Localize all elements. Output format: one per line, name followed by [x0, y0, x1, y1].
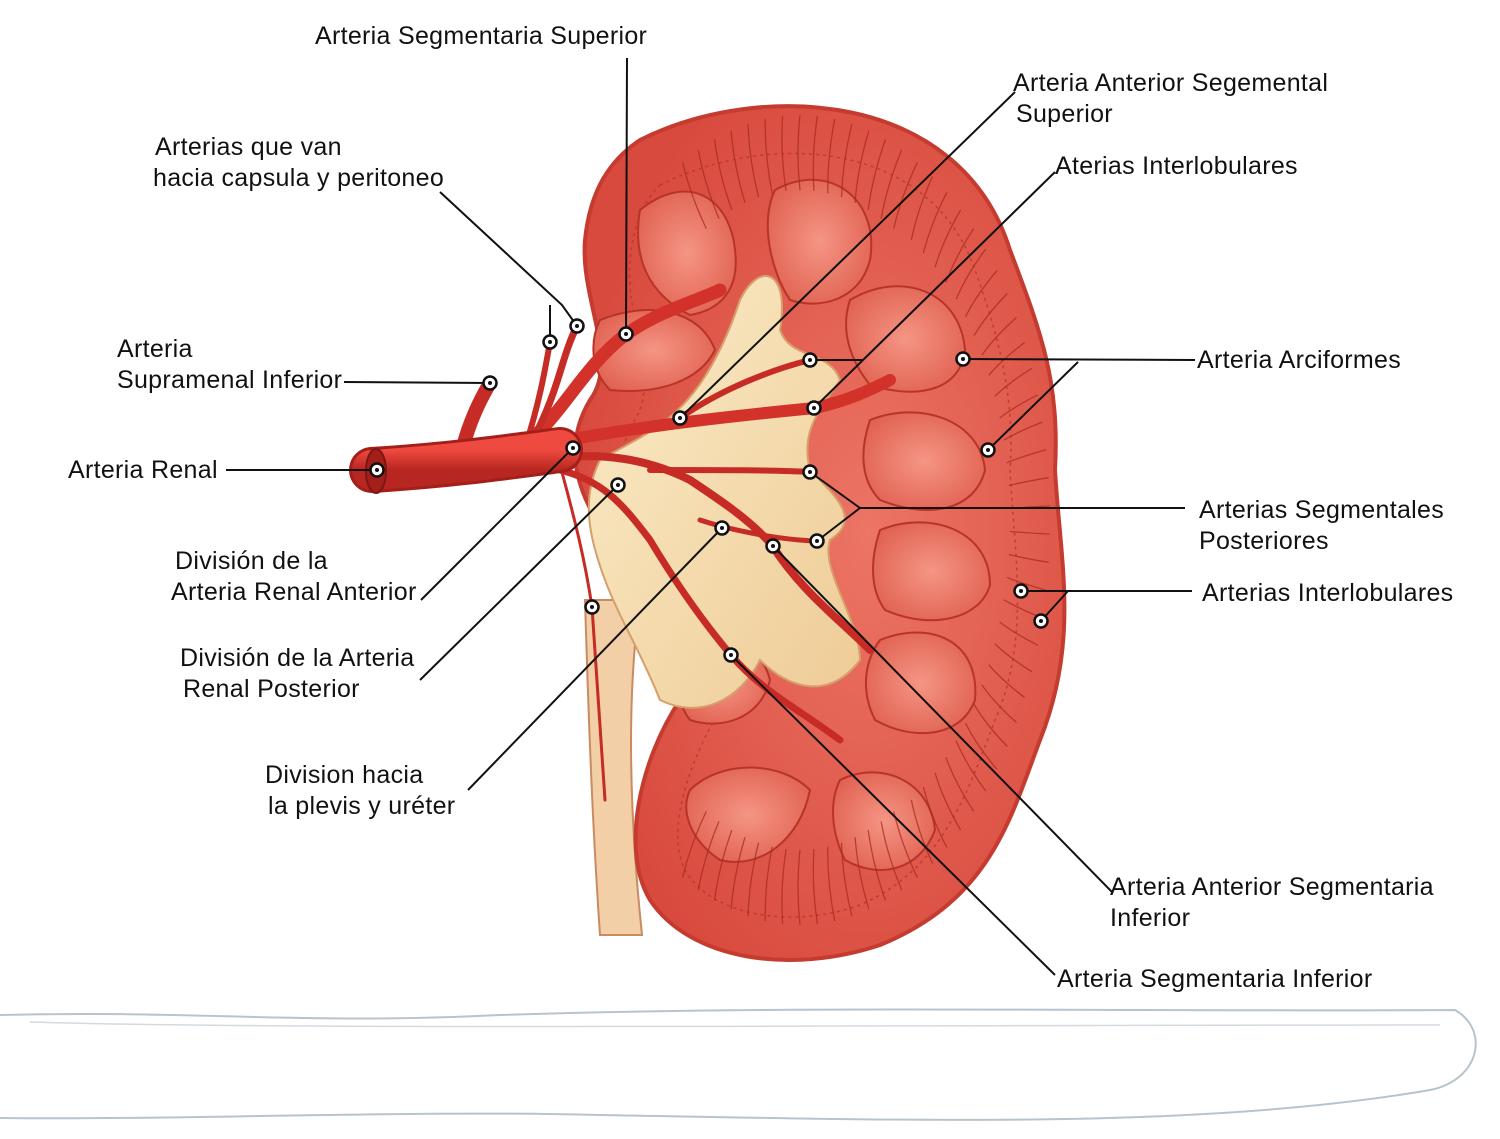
cortex-vessel — [922, 192, 948, 254]
cortex-vessel — [867, 139, 887, 210]
cortex-vessel — [955, 740, 987, 792]
label-arteria-suprarrenal-inferior: Arteria Supramenal Inferior — [117, 335, 343, 394]
label-arteria-renal: Arteria Renal — [68, 456, 218, 484]
label-markers — [369, 318, 1049, 663]
marker-dot-center — [771, 544, 775, 548]
cortex-vessel — [812, 849, 819, 925]
label-arteria-segmentaria-superior: Arteria Segmentaria Superior — [315, 22, 648, 50]
cortex-vessel — [681, 811, 707, 878]
label-division-arteria-renal-anterior: División de la Arteria Renal Anterior — [171, 547, 417, 606]
cortex-vessel — [781, 849, 787, 925]
label-arterias-interlobulares-derecha: Arterias Interlobulares — [1202, 579, 1454, 607]
cortex-vessel — [934, 209, 962, 268]
marker-dot-center — [986, 448, 990, 452]
label-arterias-segmentales-posteriores: Arterias Segmentales Posteriores — [1199, 496, 1445, 555]
label-arterias-interlobulares-superior: Aterias Interlobulares — [1055, 152, 1298, 180]
cortex-vessel — [730, 837, 746, 910]
marker-dot-center — [624, 332, 628, 336]
cortex-vessel — [764, 118, 773, 194]
marker-dot-center — [678, 416, 682, 420]
cortex-vessel — [797, 114, 801, 191]
page-curl-inner-edge — [29, 1021, 1441, 1028]
cortex-vessel — [981, 317, 1017, 356]
cortex-vessel — [964, 270, 998, 318]
cortex-vessel — [797, 849, 801, 926]
cortex-vessel — [730, 130, 746, 203]
cortex-vessel — [854, 837, 870, 910]
cortex-vessel — [827, 846, 836, 922]
marker-dot-center — [729, 653, 733, 657]
cortex-vessel — [1009, 530, 1050, 535]
cortex-vessel — [697, 149, 720, 219]
cortex-vessel — [747, 842, 760, 917]
label-arteria-arciformes: Arteria Arciformes — [1197, 346, 1402, 374]
marker-dot-center — [575, 324, 579, 328]
label-arteria-segmentaria-inferior: Arteria Segmentaria Inferior — [1057, 965, 1373, 993]
marker-dot-center — [812, 406, 816, 410]
cortex-vessel — [747, 123, 760, 198]
cortex-vessel — [854, 130, 870, 203]
cortex-vessel — [973, 704, 1008, 747]
cortex-vessel — [697, 821, 720, 891]
cortex-vessel — [973, 293, 1008, 336]
marker-dot-center — [488, 381, 492, 385]
label-arterias-capsula-peritoneo: Arterias que van hacia capsula y periton… — [153, 133, 445, 192]
cortex-vessel — [999, 394, 1039, 419]
ureter — [583, 599, 644, 936]
marker-dot-center — [808, 358, 812, 362]
marker-dot-center — [590, 605, 594, 609]
cortex-vessel — [981, 684, 1017, 723]
cortex-vessel — [1008, 553, 1049, 563]
renal-pelvis — [587, 275, 862, 709]
cortex-vessel — [681, 162, 707, 229]
label-division-arteria-renal-posterior: División de la Arteria Renal Posterior — [180, 644, 415, 703]
cortex-vessel — [999, 621, 1039, 646]
cortex-vessel — [1003, 421, 1043, 441]
cortex-vessel — [867, 830, 887, 901]
cortex-vessel — [955, 248, 987, 300]
cortex-vessel — [964, 722, 998, 770]
marker-dot-center — [1019, 589, 1023, 593]
cortex-vessel — [893, 162, 918, 229]
cortex-vessel — [827, 118, 836, 194]
marker-dot-center — [961, 357, 965, 361]
label-arteria-anterior-segmental-superior: Arteria Anterior Segemental Superior — [1013, 69, 1329, 128]
cortex-vessel — [713, 139, 733, 211]
cortex-vessel — [764, 846, 773, 922]
marker-dot-center — [571, 446, 575, 450]
cortex-vessel — [910, 176, 934, 241]
cortex-vessel — [812, 115, 819, 191]
cortex-vessel — [781, 115, 787, 191]
cortex-vessel — [840, 842, 853, 917]
marker-dot-center — [720, 526, 724, 530]
interlobular-vessels — [681, 114, 1050, 926]
kidney-medulla-boundary — [621, 152, 1019, 918]
marker-dot-center — [548, 340, 552, 344]
marker-dot-center — [375, 468, 379, 472]
cortex-vessel — [1008, 477, 1049, 487]
page-curl-edge — [0, 1008, 1477, 1121]
label-division-pelvis-ureter: Division hacia la plevis y uréter — [265, 761, 456, 820]
marker-dot-center — [1039, 619, 1043, 623]
cortex-vessel — [880, 821, 903, 891]
cortex-vessel — [934, 772, 962, 831]
cortex-vessel — [1006, 576, 1047, 591]
cortex-vessel — [713, 829, 733, 901]
cortex-vessel — [910, 799, 934, 864]
marker-dot-center — [808, 470, 812, 474]
cortex-vessel — [840, 123, 853, 198]
marker-dot-center — [616, 483, 620, 487]
cortex-vessel — [988, 664, 1026, 699]
cortex-vessel — [945, 757, 975, 812]
label-arteria-anterior-segmentaria-inferior: Arteria Anterior Segmentaria Inferior — [1110, 873, 1434, 932]
arteries — [349, 283, 896, 802]
cortex-vessel — [1006, 449, 1047, 464]
cortex-vessel — [922, 786, 948, 848]
cortex-vessel — [994, 643, 1033, 673]
cortex-vessel — [880, 149, 903, 219]
cortex-vessel — [994, 367, 1033, 397]
marker-dot-center — [815, 539, 819, 543]
leader-lines — [226, 57, 1196, 976]
